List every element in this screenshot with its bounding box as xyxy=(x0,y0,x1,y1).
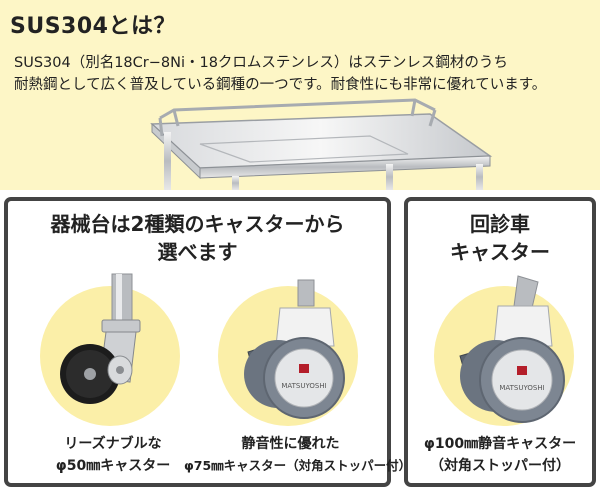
banner-title: SUS304とは？ xyxy=(10,14,176,39)
caster-100mm-brand: MATSUYOSHI xyxy=(499,384,544,392)
banner-description-line1: SUS304（別名18Cr−8Ni・18クロムステンレス）はステンレス鋼材のうち xyxy=(14,55,508,71)
caster-75mm-caption-line2: φ75㎜キャスター（対角ストッパー付） xyxy=(184,458,412,473)
caster-75mm-caption-line1: 静音性に優れた xyxy=(241,436,340,452)
caster-50mm-image xyxy=(40,273,180,426)
caster-50mm-caption-line1: リーズナブルな xyxy=(64,436,162,452)
caster-100mm-image: MATSUYOSHI xyxy=(434,275,574,426)
caster-100mm-caption-line1: φ100㎜静音キャスター xyxy=(423,436,577,452)
left-panel-heading-line2: 選べます xyxy=(157,240,238,264)
caster-100mm-caption-line2: （対角ストッパー付） xyxy=(430,458,570,474)
banner-description-line2: 耐熱鋼として広く普及している鋼種の一つです。耐食性にも非常に優れています。 xyxy=(14,77,547,93)
stainless-cart-image xyxy=(150,98,493,190)
instrument-table-casters-panel: 器械台は2種類のキャスターから 選べます リーズナブルな φ50㎜キャスター xyxy=(4,197,412,487)
right-panel-heading-line2: キャスター xyxy=(450,240,550,264)
sus304-banner: SUS304とは？ SUS304（別名18Cr−8Ni・18クロムステンレス）は… xyxy=(0,0,600,190)
right-panel-heading-line1: 回診車 xyxy=(470,212,530,236)
left-panel-heading-line1: 器械台は2種類のキャスターから xyxy=(50,212,345,236)
caster-50mm-caption-line2: φ50㎜キャスター xyxy=(55,458,171,474)
caster-75mm-image: MATSUYOSHI xyxy=(218,279,358,426)
caster-75mm-brand: MATSUYOSHI xyxy=(281,382,326,390)
ward-cart-casters-panel: 回診車 キャスター MATSUYOSHI φ100㎜静音キャスター （対角ストッ… xyxy=(404,197,596,487)
